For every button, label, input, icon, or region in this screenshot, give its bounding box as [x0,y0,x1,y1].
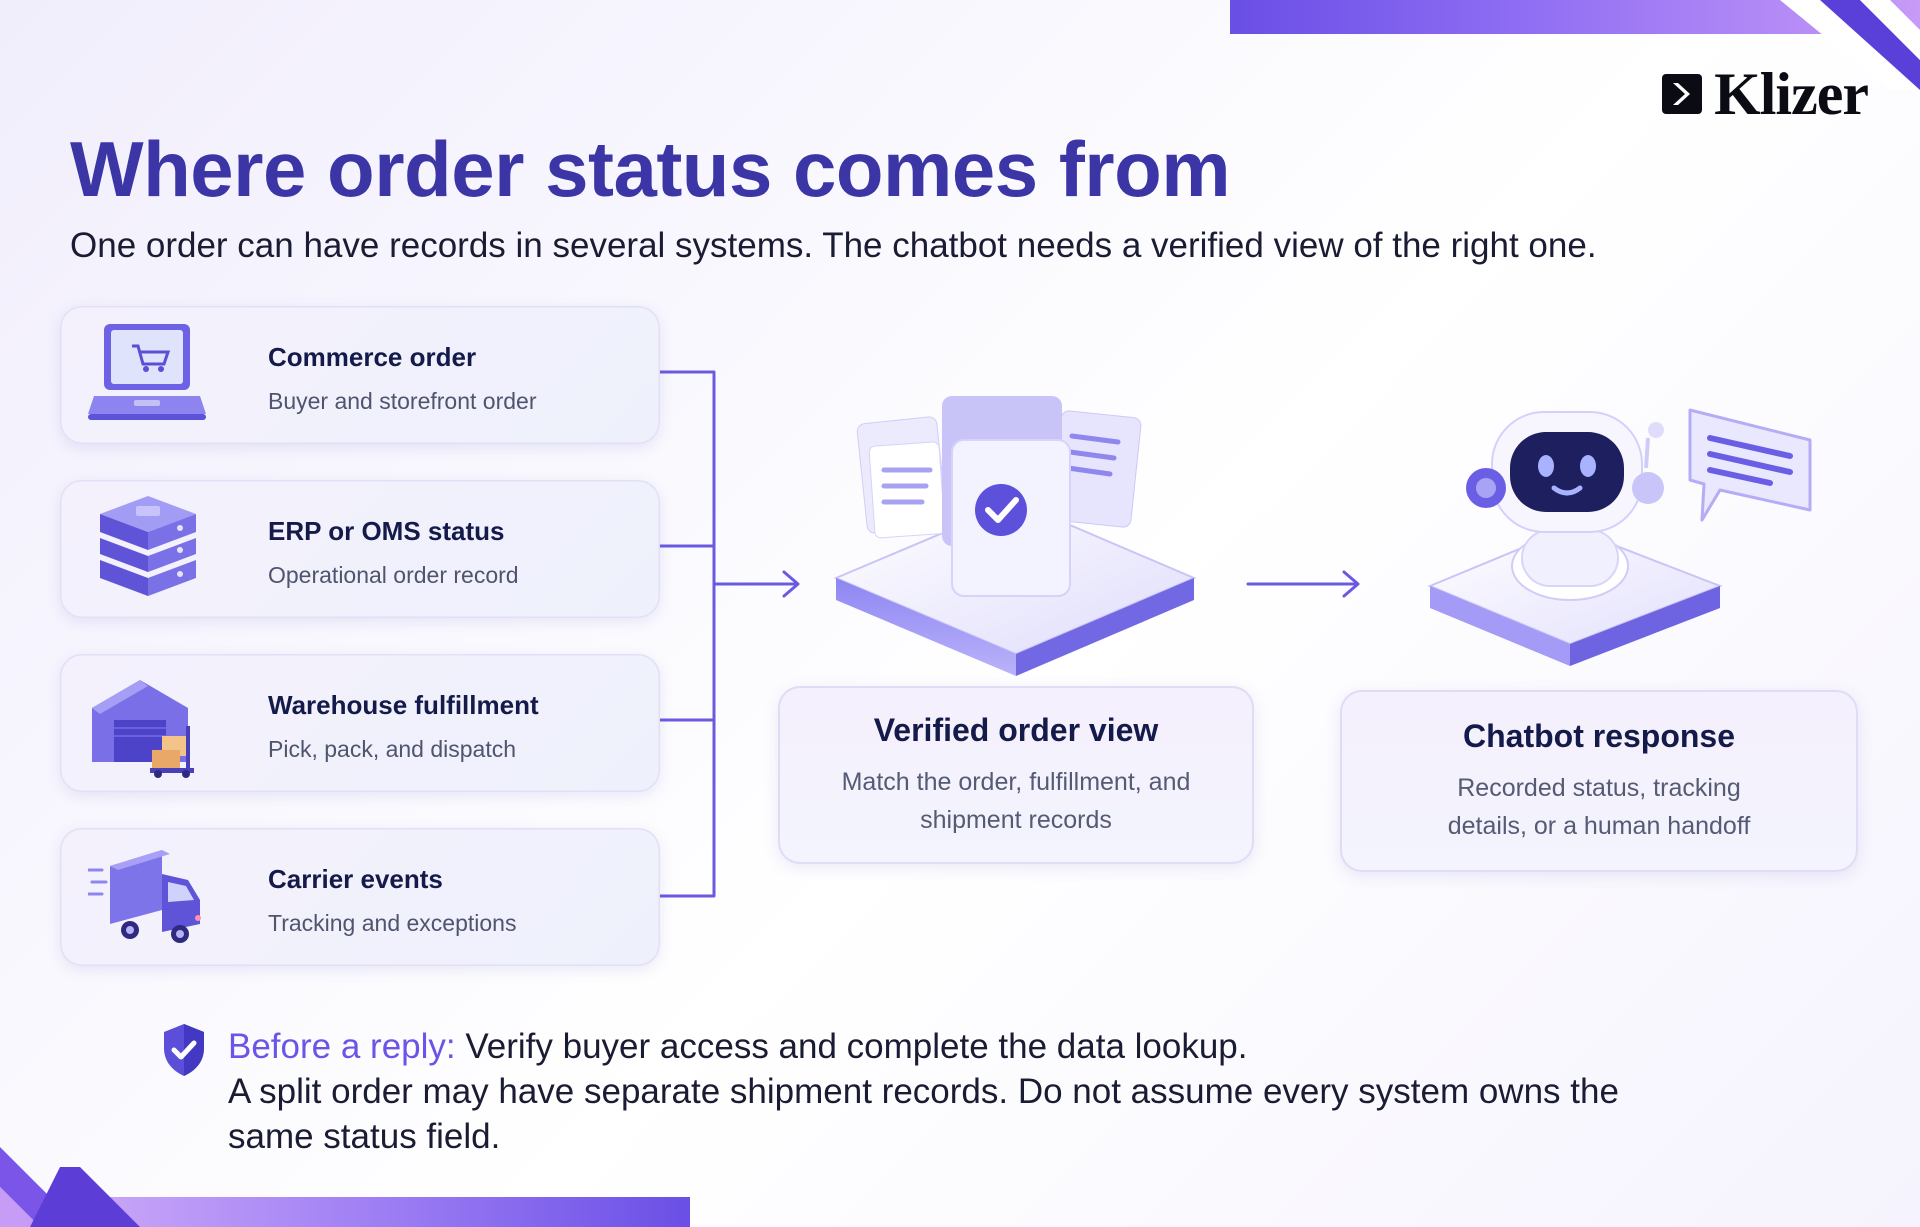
top-corner-stripes [1780,0,1920,90]
shield-check-icon [164,1024,204,1076]
note-line-1: Verify buyer access and complete the dat… [465,1027,1248,1066]
source-card-warehouse: Warehouse fulfillment Pick, pack, and di… [60,654,660,792]
warehouse-icon [92,680,194,778]
verified-documents-icon [833,396,1197,676]
source-description: Buyer and storefront order [268,388,537,414]
note-line-2: A split order may have separate shipment… [228,1072,1619,1156]
robot-chat-icon [1427,408,1812,666]
source-card-commerce: Commerce order Buyer and storefront orde… [60,306,660,444]
source-title: Commerce order [268,342,477,372]
delivery-truck-icon [88,850,201,943]
note-label: Before a reply: [228,1027,456,1066]
source-title: Warehouse fulfillment [268,690,539,720]
source-title: Carrier events [268,864,443,894]
card-title: Verified order view [873,712,1159,748]
source-description: Operational order record [268,562,519,588]
source-card-erp: ERP or OMS status Operational order reco… [60,480,660,618]
bottom-accent-band [108,1197,690,1227]
source-description: Tracking and exceptions [268,910,517,936]
page-title: Where order status comes from [70,125,1231,213]
arrow-head-chatbot [1342,570,1360,598]
brand-logo: Klizer [1662,61,1869,127]
reply-guidance-note: Before a reply: Verify buyer access and … [228,1024,1728,1159]
verified-order-card: Verified order view Match the order, ful… [778,686,1254,864]
server-stack-icon [100,496,196,596]
page-subtitle: One order can have records in several sy… [70,226,1597,265]
source-description: Pick, pack, and dispatch [268,736,517,762]
laptop-cart-icon [88,324,206,420]
source-title: ERP or OMS status [268,516,505,546]
card-description: Match the order, fulfillment, and shipme… [841,768,1191,834]
klizer-mark-icon [1662,74,1703,114]
brand-name: Klizer [1714,60,1869,127]
card-description: Recorded status, tracking details, or a … [1447,774,1751,840]
source-card-carrier: Carrier events Tracking and exceptions [60,828,660,966]
connector-bracket [658,370,716,898]
bottom-corner-stripes [0,1147,140,1227]
chatbot-response-card: Chatbot response Recorded status, tracki… [1340,690,1858,872]
arrow-head-verified [782,570,800,598]
card-title: Chatbot response [1462,718,1736,754]
